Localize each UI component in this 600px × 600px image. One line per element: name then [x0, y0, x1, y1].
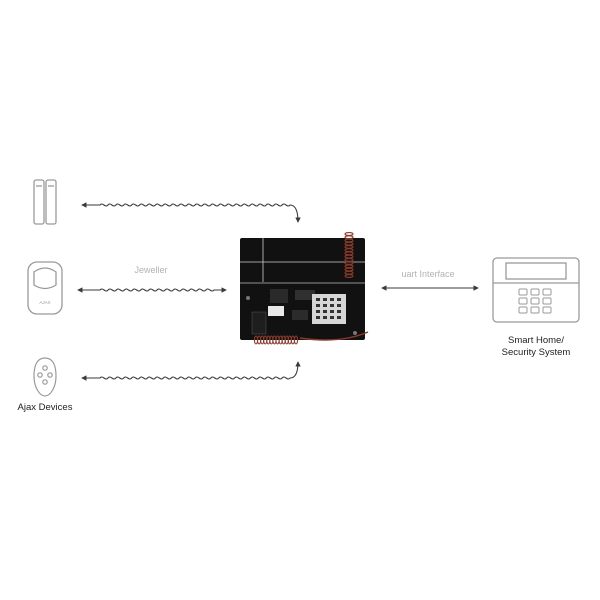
keypad-button [542, 288, 552, 296]
jeweller-links [77, 202, 301, 381]
door-sensor-icon [33, 179, 57, 225]
jeweller-link-key-fob [81, 361, 301, 381]
key-fob-icon [33, 357, 57, 397]
keypad-button [542, 306, 552, 314]
jeweller-label: Jeweller [134, 265, 167, 275]
circuit-board [240, 238, 365, 340]
uart-interface-label: uart Interface [401, 269, 454, 279]
keypad-button [542, 297, 552, 305]
keypad-button [518, 288, 528, 296]
antenna-wire [299, 331, 369, 341]
keypad-buttons [518, 288, 552, 314]
keypad-button [518, 306, 528, 314]
jeweller-link-door-sensor [81, 202, 301, 223]
keypad-button [530, 288, 540, 296]
antenna-top-right [344, 232, 354, 278]
keypad-button [518, 297, 528, 305]
antenna-bottom [253, 335, 299, 345]
motion-detector-icon [27, 261, 63, 315]
keypad-button [530, 297, 540, 305]
security-system-label: Security System [502, 347, 571, 358]
motion-detector-brand: AJAX [39, 300, 50, 305]
ajax-devices-label: Ajax Devices [18, 402, 73, 413]
smart-home-label: Smart Home/ [508, 335, 564, 346]
keypad-button [530, 306, 540, 314]
jeweller-link-motion-detector [77, 287, 227, 293]
